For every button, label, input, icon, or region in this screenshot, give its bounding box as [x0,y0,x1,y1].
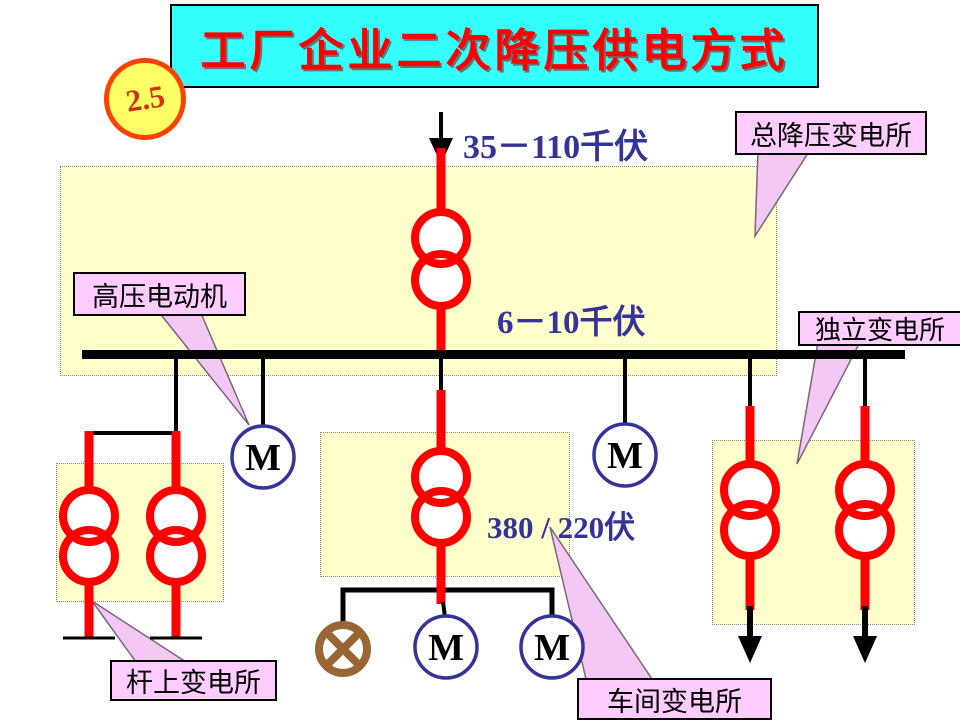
motor-symbol-lv-left: M [413,614,479,680]
independent-branch-lines [745,359,870,467]
slide-number-badge: 2.5 [104,58,186,140]
lamp-symbol [315,621,371,677]
callout-pole-label: 杆上变电所 [126,668,261,698]
svg-text:M: M [245,437,281,479]
transformer-symbol-independent-left [720,460,780,560]
callout-workshop-label: 车间变电所 [607,686,742,717]
down-arrow-icon [853,636,877,663]
motor-symbol-hv-right: M [592,422,658,488]
voltage-label-low: 380 / 220伏 [487,510,636,545]
pole-branch-outlets [63,580,202,640]
callout-main-substation-label: 总降压变电所 [750,120,912,151]
callout-tail-hv-motor [156,310,250,426]
voltage-label-medium: 6－10千伏 [497,305,646,341]
motor-symbol-hv-left: M [230,424,296,490]
transformer-symbol-workshop [411,447,471,547]
motor-symbol-lv-right: M [519,614,585,680]
pole-branch-lines [84,359,181,494]
incoming-feeder-line [429,112,453,216]
callout-hv-motor: 高压电动机 [73,272,246,316]
callout-independent-substation: 独立变电所 [798,311,960,346]
transformer-symbol-main [411,208,471,310]
transformer-symbol-pole-left [59,486,119,586]
voltage-label-incoming: 35－110千伏 [463,129,649,166]
svg-text:M: M [607,435,643,477]
transformer-symbol-independent-right [835,460,895,560]
svg-text:M: M [428,627,464,669]
transformer-symbol-pole-right [146,486,206,586]
busbar [82,350,905,359]
callout-main-substation: 总降压变电所 [735,111,927,155]
title-banner: 工厂企业二次降压供电方式 [170,4,819,88]
svg-text:M: M [534,627,570,669]
down-arrow-icon [738,636,762,663]
callout-pole-substation: 杆上变电所 [110,660,277,701]
callout-hv-motor-label: 高压电动机 [92,281,227,312]
slide-title: 工厂企业二次降压供电方式 [200,25,789,76]
callout-workshop-substation: 车间变电所 [577,678,772,720]
callout-tail-main-substation [754,149,812,239]
callout-tail-independent [796,341,862,465]
independent-branch-outlets [738,554,877,663]
callout-independent-label: 独立变电所 [814,316,945,345]
slide-number: 2.5 [123,78,167,119]
